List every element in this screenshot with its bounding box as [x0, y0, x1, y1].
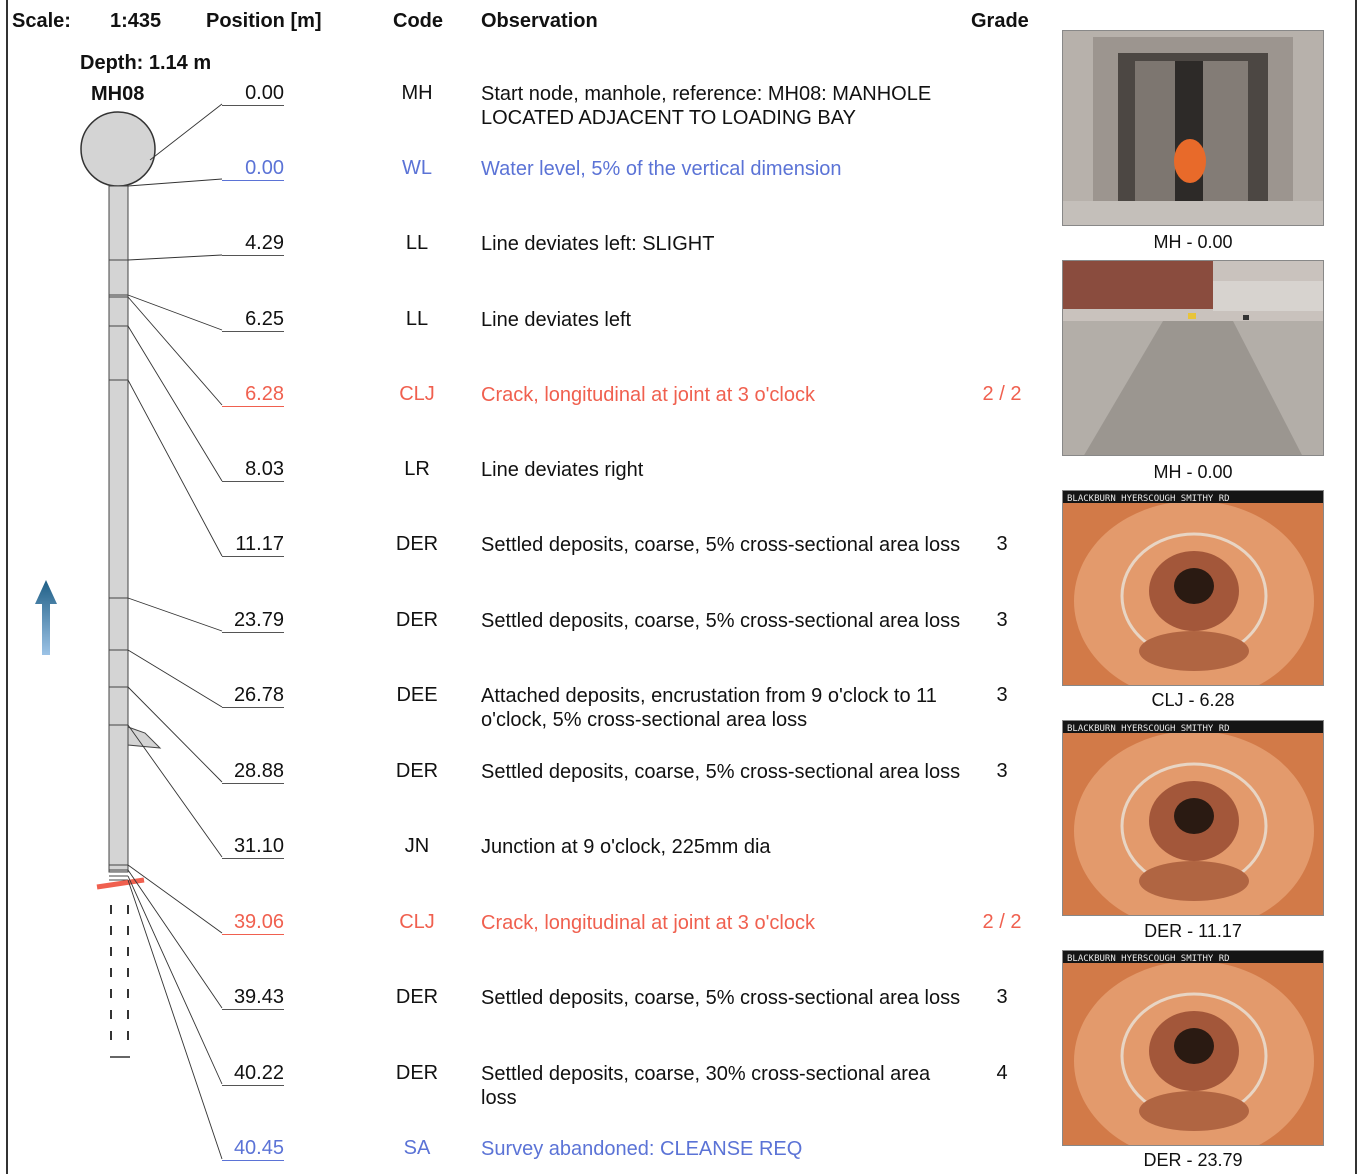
observation-code: DEE — [396, 684, 438, 706]
position-value: 39.43 — [222, 986, 284, 1010]
observation-code: WL — [402, 157, 432, 179]
observation-code: CLJ — [399, 911, 435, 933]
position-value: 28.88 — [222, 760, 284, 784]
observation-text: Attached deposits, encrustation from 9 o… — [481, 685, 937, 731]
svg-text:BLACKBURN HYERSCOUGH SMITHY RD: BLACKBURN HYERSCOUGH SMITHY RD — [1067, 494, 1230, 504]
position-value: 8.03 — [222, 458, 284, 482]
photo-caption: MH - 0.00 — [1153, 232, 1233, 252]
observation-code: DER — [395, 609, 439, 631]
inspection-photo[interactable]: BLACKBURN HYERSCOUGH SMITHY RD — [1062, 720, 1324, 916]
flow-direction-arrow-icon — [35, 580, 57, 655]
position-value: 26.78 — [222, 684, 284, 708]
observation-code: LL — [405, 308, 429, 330]
position-value: 23.79 — [222, 609, 284, 633]
leader-line — [127, 724, 223, 858]
observation-text: Settled deposits, coarse, 5% cross-secti… — [481, 610, 961, 632]
observation-code: DER — [395, 986, 439, 1008]
observation-text: Settled deposits, coarse, 5% cross-secti… — [481, 534, 961, 556]
report-frame-left — [6, 0, 8, 1174]
photo-caption: MH - 0.00 — [1153, 462, 1233, 482]
observation-text: Crack, longitudinal at joint at 3 o'cloc… — [481, 384, 815, 406]
observation-text: Line deviates right — [481, 459, 644, 481]
observation-text: Junction at 9 o'clock, 225mm dia — [481, 836, 771, 858]
grade-value: 3 — [996, 684, 1008, 706]
leader-line — [127, 254, 223, 261]
observation-header: Observation — [481, 10, 598, 32]
observation-text: Settled deposits, coarse, 5% cross-secti… — [481, 987, 961, 1009]
leader-line — [127, 875, 223, 1085]
inspection-photo[interactable] — [1062, 30, 1324, 226]
observation-code: LL — [405, 232, 429, 254]
observation-code: CLJ — [399, 383, 435, 405]
start-node-label: MH08 — [91, 83, 145, 105]
observation-text: Water level, 5% of the vertical dimensio… — [481, 158, 842, 180]
observation-code: DER — [395, 1062, 439, 1084]
position-value: 11.17 — [222, 533, 284, 557]
grade-header: Grade — [971, 10, 1029, 32]
position-value: 0.00 — [222, 82, 284, 106]
svg-text:BLACKBURN HYERSCOUGH SMITHY RD: BLACKBURN HYERSCOUGH SMITHY RD — [1067, 724, 1230, 734]
report-frame-right — [1355, 0, 1357, 1174]
pipe-body — [108, 185, 129, 873]
leader-line — [127, 296, 223, 406]
observation-text: Crack, longitudinal at joint at 3 o'cloc… — [481, 912, 815, 934]
observation-code: JN — [404, 835, 430, 857]
manhole-symbol — [80, 111, 156, 187]
leader-line — [127, 294, 223, 331]
inspection-photo[interactable]: BLACKBURN HYERSCOUGH SMITHY RD — [1062, 490, 1324, 686]
scale-label: Scale: — [12, 10, 71, 32]
grade-value: 2 / 2 — [982, 383, 1022, 405]
leader-line — [127, 869, 223, 1009]
leader-line — [127, 879, 223, 1160]
leader-line — [127, 864, 223, 934]
observation-code: LR — [404, 458, 430, 480]
photo-caption: CLJ - 6.28 — [1151, 690, 1235, 710]
leader-line — [127, 597, 223, 632]
leader-line — [127, 178, 223, 187]
grade-value: 3 — [996, 533, 1008, 555]
depth-label: Depth: 1.14 m — [80, 52, 212, 74]
grade-value: 3 — [996, 760, 1008, 782]
grade-value: 3 — [996, 609, 1008, 631]
leader-line — [127, 379, 223, 557]
position-value: 6.25 — [222, 308, 284, 332]
position-value: 4.29 — [222, 232, 284, 256]
scale-value: 1:435 — [110, 10, 162, 32]
observation-text: Start node, manhole, reference: MH08: MA… — [481, 83, 932, 129]
photo-caption: DER - 11.17 — [1144, 921, 1242, 941]
crack-marker — [96, 877, 145, 890]
observation-text: Survey abandoned: CLEANSE REQ — [481, 1138, 803, 1160]
observation-text: Settled deposits, coarse, 5% cross-secti… — [481, 761, 961, 783]
position-header: Position [m] — [206, 10, 322, 32]
leader-line — [127, 649, 223, 708]
position-value: 39.06 — [222, 911, 284, 935]
photo-caption: DER - 23.79 — [1143, 1150, 1243, 1170]
inspection-photo[interactable] — [1062, 260, 1324, 456]
observation-text: Line deviates left: SLIGHT — [481, 233, 715, 255]
code-header: Code — [393, 10, 443, 32]
leader-line — [127, 686, 223, 783]
leader-line — [149, 103, 223, 161]
svg-text:BLACKBURN HYERSCOUGH SMITHY RD: BLACKBURN HYERSCOUGH SMITHY RD — [1067, 954, 1230, 964]
grade-value: 4 — [996, 1062, 1008, 1084]
position-value: 6.28 — [222, 383, 284, 407]
observation-code: SA — [403, 1137, 431, 1159]
inspection-photo[interactable]: BLACKBURN HYERSCOUGH SMITHY RD — [1062, 950, 1324, 1146]
grade-value: 2 / 2 — [982, 911, 1022, 933]
position-value: 40.45 — [222, 1137, 284, 1161]
junction-branch — [127, 726, 162, 749]
observation-code: DER — [395, 760, 439, 782]
observation-text: Line deviates left — [481, 309, 632, 331]
position-value: 40.22 — [222, 1062, 284, 1086]
observation-text: Settled deposits, coarse, 30% cross-sect… — [481, 1063, 931, 1109]
observation-code: DER — [395, 533, 439, 555]
leader-line — [127, 325, 223, 482]
grade-value: 3 — [996, 986, 1008, 1008]
position-value: 31.10 — [222, 835, 284, 859]
position-value: 0.00 — [222, 157, 284, 181]
observation-code: MH — [401, 82, 433, 104]
